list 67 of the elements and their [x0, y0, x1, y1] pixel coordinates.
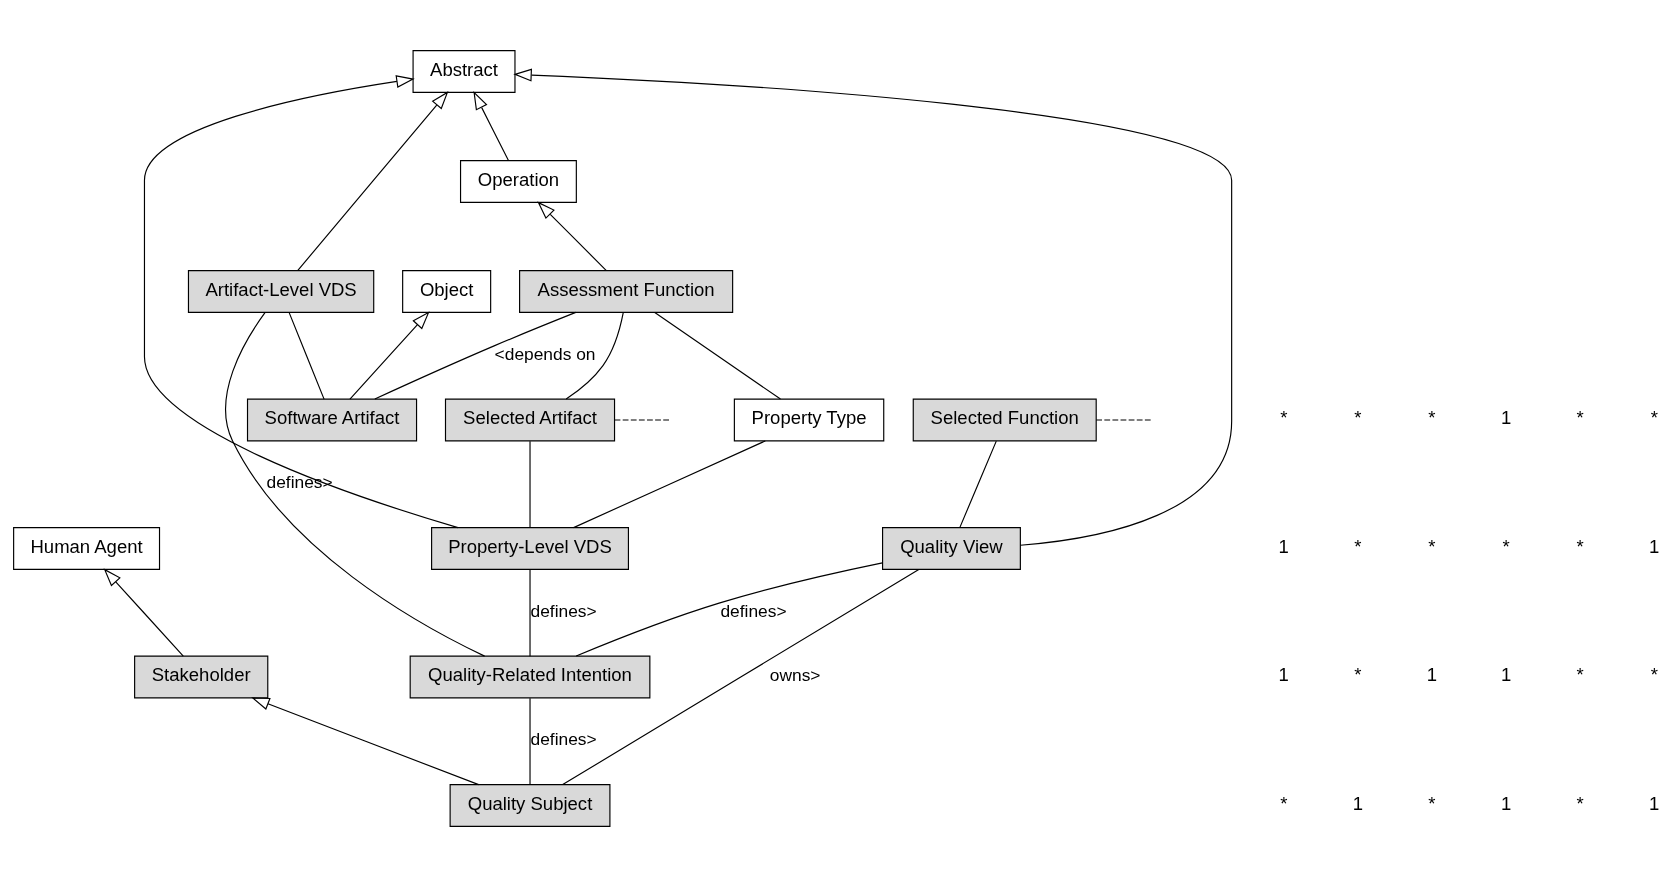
label: * — [1502, 535, 1510, 557]
arrow — [143, 74, 459, 528]
node-box: Quality-Related Intention — [409, 655, 651, 698]
label: * — [1280, 792, 1288, 814]
edge-label: defines> — [720, 600, 787, 621]
arrow — [537, 200, 607, 271]
arrow — [297, 90, 449, 271]
connector — [529, 568, 531, 657]
label: 1 — [1278, 535, 1289, 557]
label: 1 — [1500, 406, 1512, 428]
node-box: Operation — [459, 159, 577, 203]
label: 1 — [1500, 792, 1512, 814]
edge-label: defines> — [530, 600, 597, 621]
label: * — [1576, 406, 1584, 428]
label: * — [1354, 535, 1362, 557]
label: * — [1428, 406, 1436, 428]
label: * — [1576, 792, 1584, 814]
label: * — [1428, 792, 1436, 814]
node-box: Stakeholder — [134, 655, 269, 698]
arrow — [103, 567, 184, 657]
node-box: Property-Level VDS — [431, 526, 630, 570]
node-box: Object — [402, 269, 492, 313]
connector — [565, 311, 624, 400]
label: * — [1650, 406, 1658, 428]
node-box: Human Agent — [13, 526, 161, 570]
edge-label: <depends on — [494, 343, 596, 364]
arrow — [251, 696, 480, 785]
label: * — [1650, 663, 1658, 685]
connector — [529, 440, 531, 528]
label: * — [1280, 406, 1288, 428]
label: * — [1576, 663, 1584, 685]
connector — [374, 311, 577, 400]
connector — [225, 311, 486, 657]
label: * — [1354, 663, 1362, 685]
node-box: Artifact-Level VDS — [187, 269, 375, 313]
label: 1 — [1426, 663, 1438, 685]
node-box: Abstract — [412, 49, 516, 93]
edge-label: defines> — [530, 728, 597, 749]
edge-label: defines> — [266, 471, 333, 492]
connector — [573, 439, 766, 528]
arrow — [349, 310, 430, 400]
label: * — [1576, 535, 1584, 557]
label: * — [1428, 535, 1436, 557]
node-box: Selected Function — [912, 398, 1097, 441]
connector — [959, 440, 997, 528]
label: 1 — [1500, 663, 1512, 685]
arrow — [513, 68, 1233, 546]
connector — [575, 561, 883, 657]
node-box: Quality View — [882, 526, 1021, 570]
label: 1 — [1649, 792, 1660, 814]
connector — [562, 568, 920, 785]
label: 1 — [1278, 663, 1289, 685]
node-box: Selected Artifact — [444, 398, 616, 441]
connector — [288, 311, 325, 400]
connector — [654, 311, 782, 400]
edge-label: owns> — [769, 664, 821, 685]
node-box: Quality Subject — [449, 783, 611, 827]
node-box: Software Artifact — [246, 398, 418, 441]
connector — [1095, 418, 1154, 421]
node-box: Property Type — [733, 398, 885, 441]
label: 1 — [1352, 792, 1364, 814]
node-box: Assessment Function — [519, 269, 734, 313]
connector — [614, 418, 672, 421]
arrow — [473, 90, 510, 161]
label: 1 — [1649, 535, 1660, 557]
connector — [529, 697, 531, 785]
label: * — [1354, 406, 1362, 428]
